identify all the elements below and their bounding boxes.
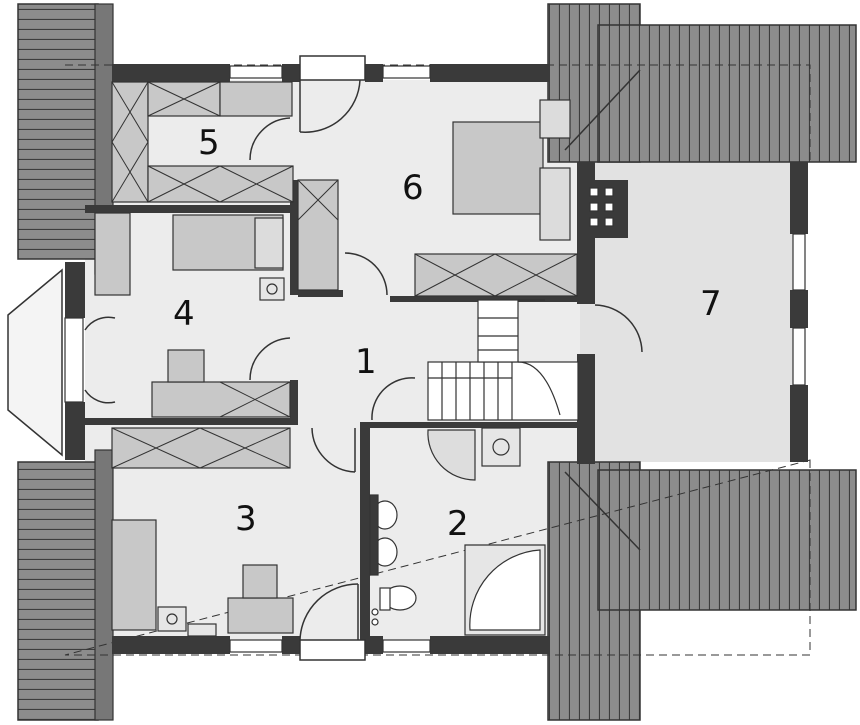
room-label-5: 5	[198, 123, 220, 163]
room-labels: 1 2 3 4 5 6 7	[173, 123, 722, 544]
storage-crosses	[111, 81, 578, 469]
desk	[151, 381, 291, 418]
wardrobe-6	[297, 179, 339, 291]
roof-ne-b	[597, 24, 857, 163]
bathtub	[469, 549, 541, 631]
bed-3	[111, 519, 157, 631]
furniture	[94, 81, 614, 637]
doors	[84, 55, 643, 661]
sofa	[94, 212, 131, 296]
room-label-7: 7	[700, 284, 722, 324]
double-bed	[452, 121, 544, 215]
roof-sw	[17, 461, 99, 721]
roof-nw	[17, 3, 99, 260]
windows	[64, 65, 806, 653]
room-label-3: 3	[235, 499, 257, 539]
room-label-1: 1	[355, 342, 377, 382]
room-label-6: 6	[402, 168, 424, 208]
room-label-4: 4	[173, 294, 195, 334]
walls	[65, 64, 808, 654]
staircase	[427, 299, 579, 421]
roof-sections	[17, 3, 857, 721]
wardrobe	[111, 81, 149, 203]
room-label-2: 2	[447, 504, 469, 544]
shower	[427, 429, 476, 481]
chimney	[589, 187, 614, 227]
desk-3	[227, 597, 294, 634]
bay-window	[7, 268, 63, 457]
bathroom-fixtures	[369, 427, 546, 636]
washing-machine	[481, 427, 521, 467]
roof-se-b	[597, 469, 857, 611]
